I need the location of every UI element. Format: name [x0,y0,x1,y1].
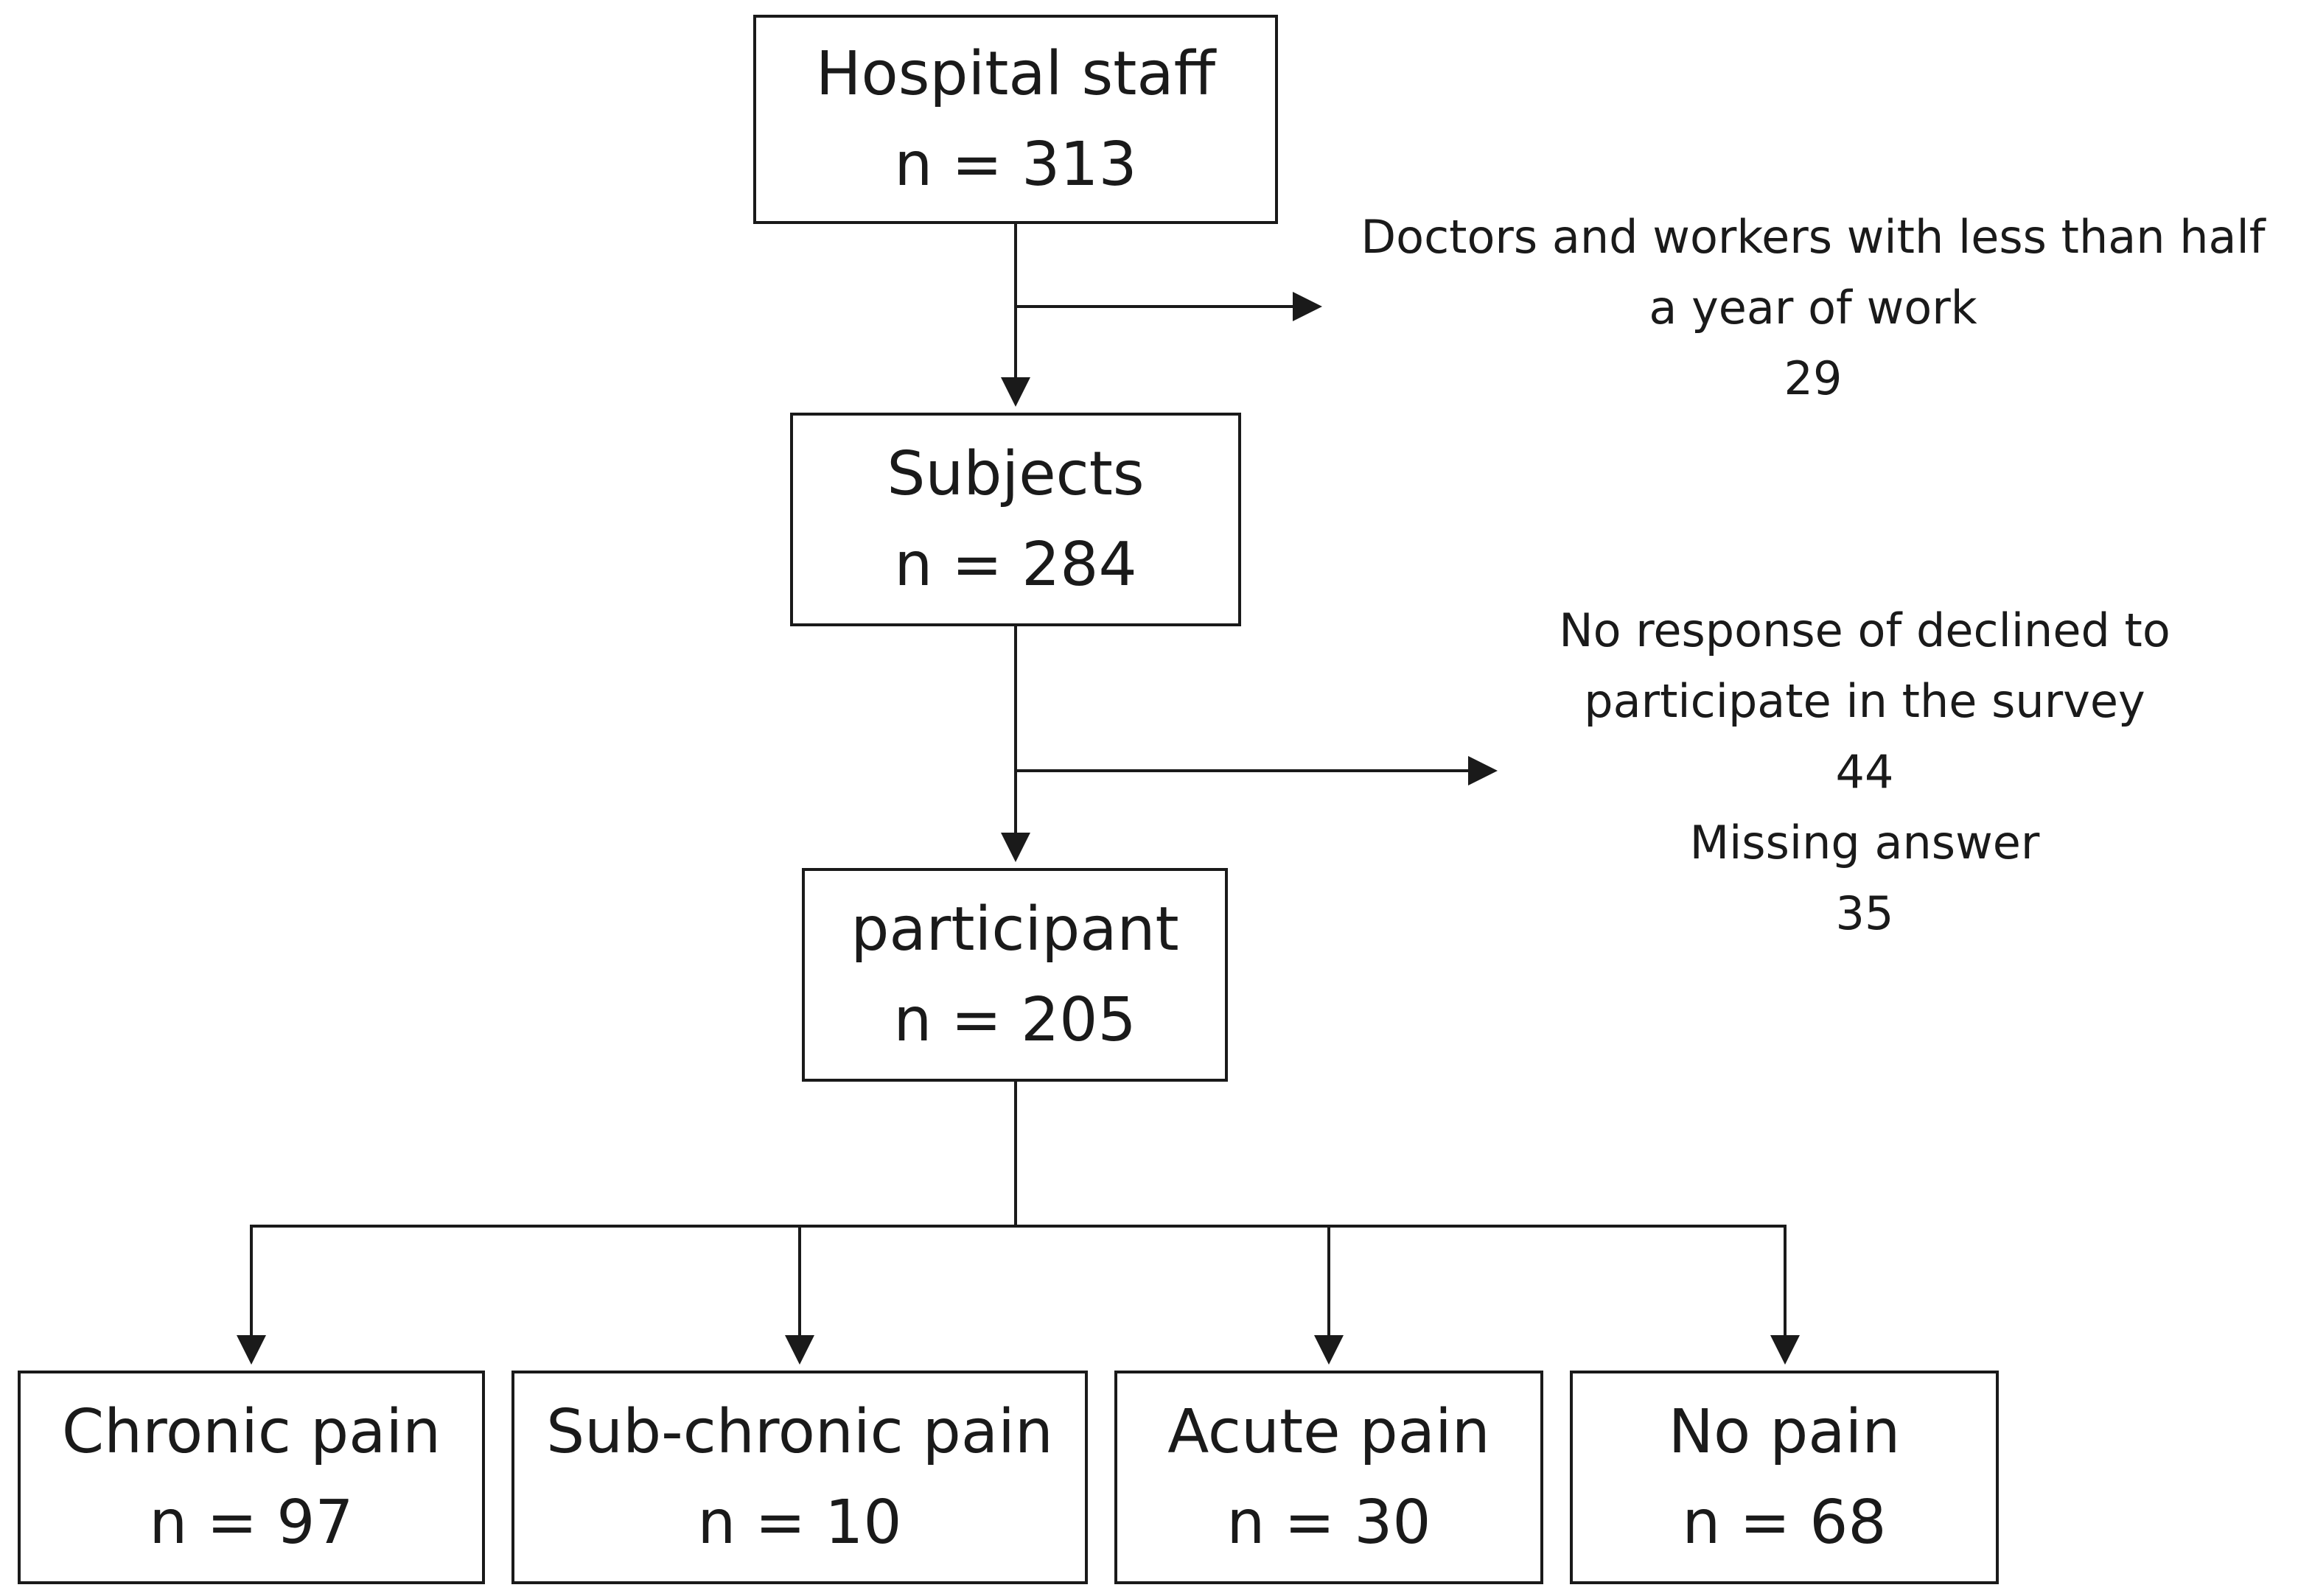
participant-box: participant n = 205 [802,868,1228,1082]
exclusion-2-line2: participate in the survey [1584,674,2145,728]
chronic-pain-box: Chronic pain n = 97 [18,1371,485,1584]
sub-chronic-pain-count: n = 10 [697,1488,902,1558]
subjects-box: Subjects n = 284 [790,413,1241,626]
exclusion-1-line2: a year of work [1649,281,1977,335]
chronic-pain-count: n = 97 [149,1488,354,1558]
no-pain-box: No pain n = 68 [1570,1371,1999,1584]
exclusion-2-count: 44 [1835,745,1894,799]
exclusion-2-count2: 35 [1835,886,1894,940]
no-pain-count: n = 68 [1682,1488,1887,1558]
no-pain-label: No pain [1668,1397,1901,1467]
sub-chronic-pain-box: Sub-chronic pain n = 10 [511,1371,1088,1584]
exclusion-note-2: No response of declined to participate i… [1467,595,2263,949]
exclusion-1-count: 29 [1784,351,1843,405]
participant-label: participant [851,895,1179,965]
acute-pain-box: Acute pain n = 30 [1114,1371,1543,1584]
exclusion-1-line1: Doctors and workers with less than half [1361,210,2266,264]
hospital-staff-count: n = 313 [894,130,1137,200]
hospital-staff-box: Hospital staff n = 313 [753,15,1278,224]
exclusion-2-line1: No response of declined to [1559,603,2170,657]
acute-pain-label: Acute pain [1167,1397,1490,1467]
subjects-count: n = 284 [894,530,1137,600]
exclusion-note-1: Doctors and workers with less than half … [1327,202,2299,414]
subjects-label: Subjects [887,439,1145,509]
sub-chronic-pain-label: Sub-chronic pain [546,1397,1053,1467]
acute-pain-count: n = 30 [1226,1488,1431,1558]
chronic-pain-label: Chronic pain [61,1397,441,1467]
participant-count: n = 205 [893,985,1136,1055]
hospital-staff-label: Hospital staff [815,39,1216,109]
exclusion-2-line3: Missing answer [1689,816,2040,869]
